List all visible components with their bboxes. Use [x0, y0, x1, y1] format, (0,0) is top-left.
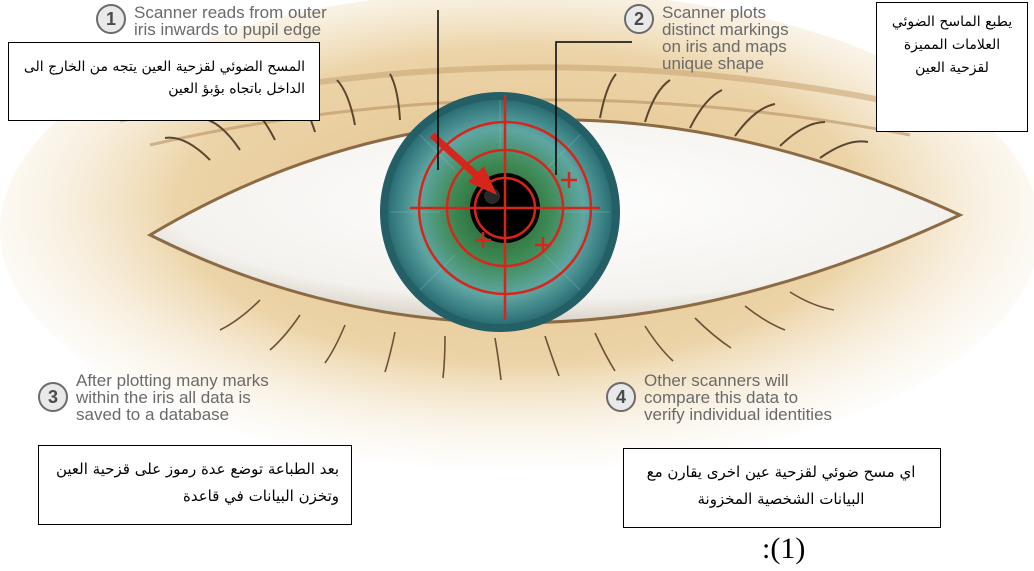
step-number-3: 3 — [38, 382, 68, 412]
step-3: 3 After plotting many marks within the i… — [38, 372, 269, 423]
step-1-text: Scanner reads from outer iris inwards to… — [134, 4, 327, 38]
step-number-2: 2 — [624, 4, 654, 34]
arabic-note-bottom-left: بعد الطباعة توضع عدة رموز على قزحية العي… — [38, 445, 352, 525]
arabic-note-bottom-right-text: اي مسح ضوئي لقزحية عين اخرى يقارن مع الب… — [647, 463, 916, 508]
arabic-note-top-right: يطبع الماسح الضوئي العلامات المميزة لقزح… — [876, 2, 1028, 132]
step-2: 2 Scanner plots distinct markings on iri… — [624, 4, 789, 72]
step-1: 1 Scanner reads from outer iris inwards … — [96, 4, 327, 38]
arabic-note-top-right-text: يطبع الماسح الضوئي العلامات المميزة لقزح… — [892, 14, 1012, 76]
arabic-note-top-left: المسح الضوئي لقزحية العين يتجه من الخارج… — [8, 42, 320, 121]
step-4-text: Other scanners will compare this data to… — [644, 372, 832, 423]
step-2-text: Scanner plots distinct markings on iris … — [662, 4, 789, 72]
figure-caption: :(1) — [762, 532, 805, 566]
step-number-1: 1 — [96, 4, 126, 34]
step-number-4: 4 — [606, 382, 636, 412]
step-3-text: After plotting many marks within the iri… — [76, 372, 269, 423]
arabic-note-bottom-right: اي مسح ضوئي لقزحية عين اخرى يقارن مع الب… — [623, 448, 941, 528]
arabic-note-bottom-left-text: بعد الطباعة توضع عدة رموز على قزحية العي… — [56, 460, 339, 505]
step-4: 4 Other scanners will compare this data … — [606, 372, 832, 423]
arabic-note-top-left-text: المسح الضوئي لقزحية العين يتجه من الخارج… — [24, 59, 305, 97]
